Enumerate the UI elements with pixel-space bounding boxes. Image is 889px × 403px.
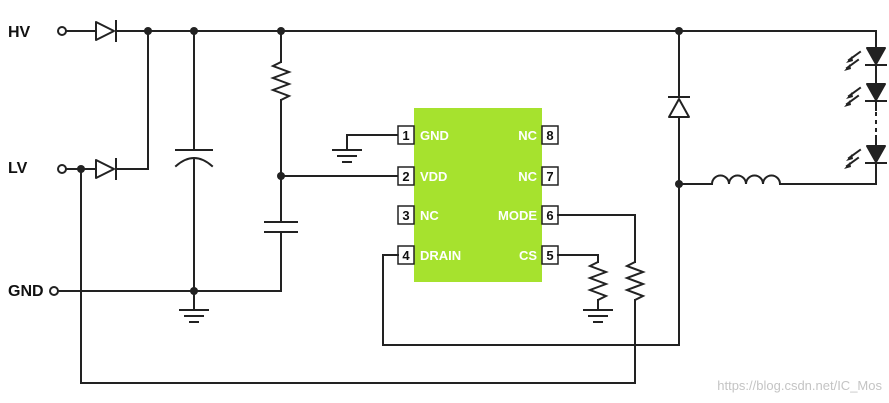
pin3-name: NC	[420, 208, 439, 223]
pin8-number: 8	[546, 128, 553, 143]
pin4-number: 4	[402, 248, 410, 263]
pin8-name: NC	[518, 128, 537, 143]
pin2-name: VDD	[420, 169, 447, 184]
pin6-name: MODE	[498, 208, 537, 223]
pin8-box	[541, 125, 559, 145]
hv-terminal	[57, 26, 67, 36]
led-2	[844, 83, 887, 107]
pin3-number: 3	[402, 208, 409, 223]
ic-body	[414, 108, 542, 282]
mode-resistor	[624, 261, 646, 301]
hv-label: HV	[8, 24, 31, 41]
watermark: https://blog.csdn.net/IC_Mos	[717, 378, 882, 393]
cs-wire	[557, 254, 599, 263]
led-3	[844, 145, 887, 169]
vdd-capacitor	[264, 221, 298, 233]
node-dot	[190, 287, 198, 295]
node-dot	[144, 27, 152, 35]
lv-terminal	[57, 164, 67, 174]
pin7-box	[541, 166, 559, 186]
pin6-number: 6	[546, 208, 553, 223]
pin2-box	[397, 166, 415, 186]
drain-wire	[382, 254, 680, 346]
hv-diode	[95, 20, 117, 42]
lv-label: LV	[8, 160, 28, 177]
lv-diode	[95, 158, 117, 180]
pin1-box	[397, 125, 415, 145]
pin1-ground-wire	[346, 134, 399, 151]
ground-symbol	[179, 309, 209, 323]
pin7-number: 7	[546, 169, 553, 184]
pin7-name: NC	[518, 169, 537, 184]
pin5-name: CS	[519, 248, 537, 263]
freewheel-diode	[668, 96, 690, 118]
inductor	[710, 174, 782, 186]
ground-symbol	[332, 149, 362, 163]
pin5-number: 5	[546, 248, 553, 263]
led-1	[844, 47, 887, 71]
gnd-label: GND	[8, 283, 44, 300]
pin3-box	[397, 205, 415, 225]
sense-resistor	[587, 261, 609, 301]
ground-symbol	[583, 309, 613, 323]
pin4-name: DRAIN	[420, 248, 461, 263]
startup-resistor	[270, 61, 292, 101]
mode-wire	[557, 214, 636, 263]
pin2-number: 2	[402, 169, 409, 184]
pin1-number: 1	[402, 128, 409, 143]
gnd-terminal	[49, 286, 59, 296]
pin1-name: GND	[420, 128, 449, 143]
